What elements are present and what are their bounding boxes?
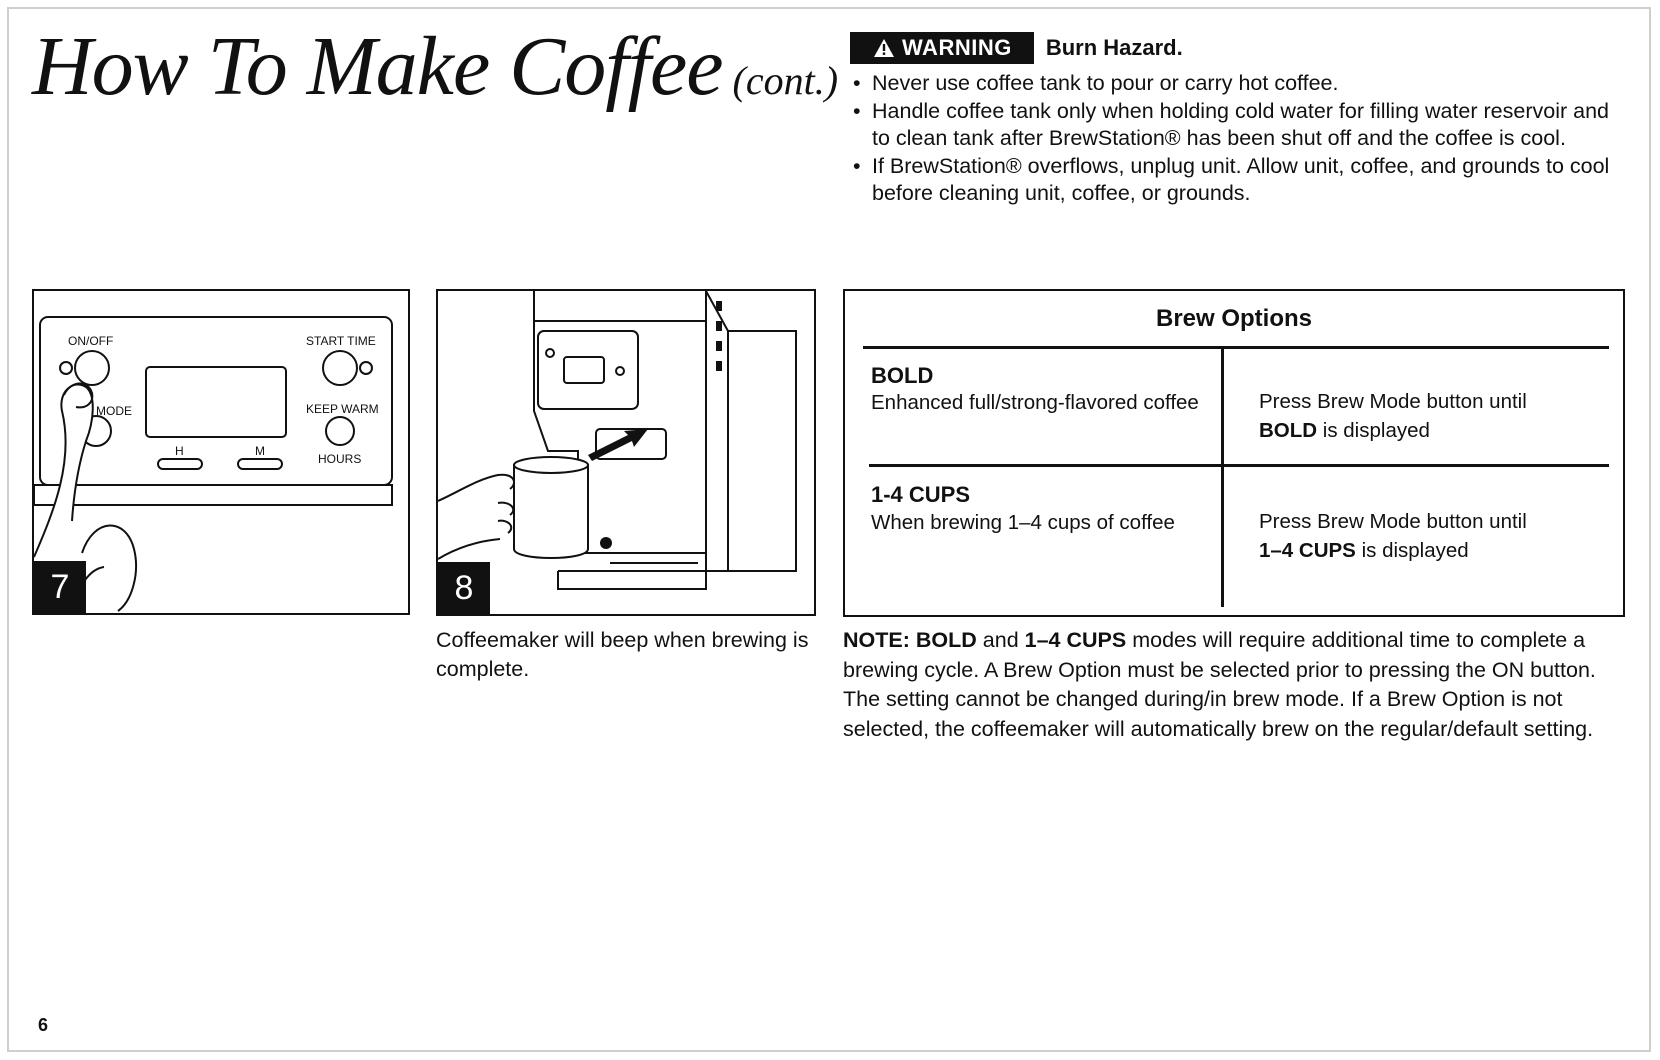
note-text: modes will require additional time to co… [843,628,1596,741]
warning-block: WARNING Burn Hazard. Never use coffee ta… [850,32,1630,208]
warning-list: Never use coffee tank to pour or carry h… [850,70,1630,208]
instruction-suffix: is displayed [1322,419,1430,442]
brew-option-instruction: Press Brew Mode button until 1–4 CUPS is… [1259,507,1527,565]
note-bold-bold: BOLD [915,628,977,652]
table-divider [1221,347,1224,607]
brew-option-name: 1-4 CUPS [871,482,971,507]
brew-option-description: Enhanced full/strong-flavored coffee [871,391,1199,414]
note-bold-cups: 1–4 CUPS [1024,628,1127,652]
warning-badge-label: WARNING [902,35,1012,60]
instruction-prefix: Press Brew Mode button until [1259,510,1527,533]
table-divider [869,464,1609,467]
title-cont: (cont.) [732,58,839,103]
brew-option-instruction: Press Brew Mode button until BOLD is dis… [1259,387,1527,445]
instruction-bold: 1–4 CUPS [1259,539,1356,562]
instruction-suffix: is displayed [1361,539,1469,562]
step-8-panel: 8 [436,289,816,616]
manual-page [7,7,1651,1052]
label-on-off: ON/OFF [68,334,113,348]
note-label: NOTE: [843,628,910,652]
brew-options-title: Brew Options [1155,305,1312,332]
title-main: How To Make Coffee [32,20,724,113]
label-keep-warm: KEEP WARM [306,402,379,416]
page-title: How To Make Coffee(cont.) [32,18,838,115]
warning-item: Never use coffee tank to pour or carry h… [850,70,1630,98]
instruction-prefix: Press Brew Mode button until [1259,390,1527,413]
warning-badge: WARNING [850,32,1034,64]
label-h: H [175,444,184,458]
step-8-caption: Coffeemaker will beep when brewing is co… [436,628,809,681]
step-number: 8 [438,562,490,614]
warning-triangle-icon [874,39,894,57]
warning-hazard: Burn Hazard. [1045,35,1183,60]
step-7-panel: ON/OFF MODE START TIME KEEP WARM HOURS H… [32,289,410,615]
brew-options-table: Brew Options BOLD Enhanced full/strong-f… [843,289,1625,617]
table-divider [863,346,1609,349]
brew-note: NOTE: BOLD and 1–4 CUPS modes will requi… [843,626,1623,744]
brew-option-description: When brewing 1–4 cups of coffee [871,511,1175,534]
warning-header: WARNING Burn Hazard. [850,32,1630,64]
warning-item: Handle coffee tank only when holding col… [850,98,1630,153]
page-number: 6 [38,1015,49,1035]
coffeemaker-illustration [438,291,797,590]
instruction-bold: BOLD [1259,419,1318,442]
label-mode: MODE [96,404,132,418]
label-start-time: START TIME [306,334,376,348]
step-number: 7 [34,561,86,613]
label-m: M [255,444,265,458]
label-hours: HOURS [318,452,361,466]
control-panel-illustration: ON/OFF MODE START TIME KEEP WARM HOURS H… [34,316,393,612]
brew-option-name: BOLD [871,363,934,388]
warning-item: If BrewStation® overflows, unplug unit. … [850,153,1630,208]
note-text: and [982,628,1019,652]
